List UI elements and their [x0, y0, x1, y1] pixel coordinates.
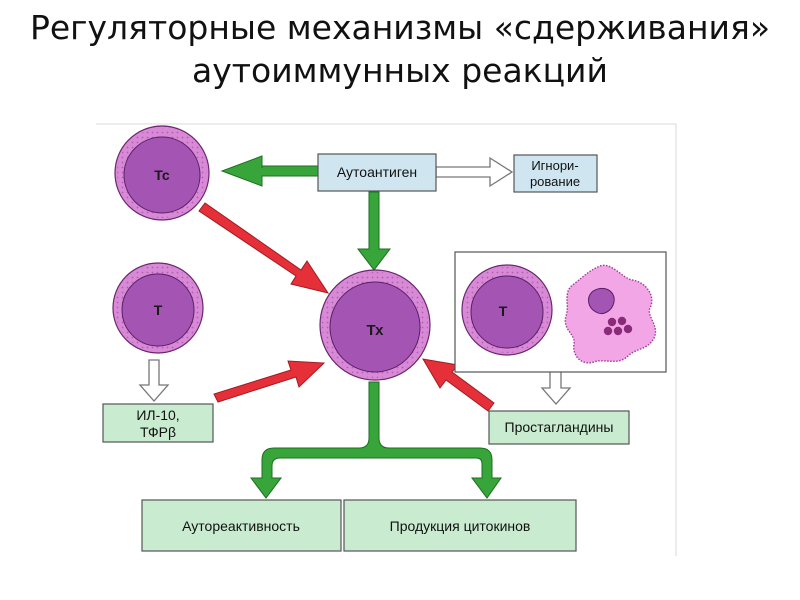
granule: [603, 326, 613, 336]
title-line-1: Регуляторные механизмы «сдерживания»: [29, 8, 771, 47]
granule: [613, 326, 623, 336]
arrow-il10-to-th: [213, 360, 326, 403]
il10-label-line1: ИЛ-10,: [136, 407, 179, 423]
macrophage: [564, 264, 657, 364]
prostaglandins-label: Простагландины: [505, 419, 614, 435]
page-title: Регуляторные механизмы «сдерживания» аут…: [0, 6, 800, 92]
title-line-2: аутоиммунных реакций: [192, 51, 608, 90]
th-cell: Тх: [319, 269, 431, 381]
th-label: Тх: [367, 322, 385, 339]
arrow-antigen-to-ignoring: [435, 156, 514, 188]
arrow-prostaglandins-to-th: [422, 358, 495, 412]
granule: [623, 324, 633, 334]
arrow-antigen-to-th: [356, 191, 392, 271]
granule: [607, 317, 617, 327]
il10-box: ИЛ-10, ТФРβ: [102, 403, 214, 443]
arrow-t-to-il10: [138, 359, 170, 402]
t-left-label: Т: [154, 302, 163, 318]
ignoring-label-line1: Игнори-: [531, 158, 578, 173]
prostaglandins-box: Простагландины: [488, 410, 630, 445]
cytokines-label: Продукция цитокинов: [390, 518, 531, 534]
arrow-antigen-to-tc: [220, 155, 319, 187]
autoantigen-box: Аутоантиген: [317, 153, 437, 192]
granule: [617, 316, 627, 326]
autoreactivity-label: Аутореактивность: [182, 518, 300, 534]
arrow-th-to-outputs: [250, 381, 502, 499]
t-cell-right: Т: [461, 264, 553, 356]
ignoring-box: Игнори- рование: [513, 154, 598, 193]
t-cell-left: Т: [112, 262, 204, 354]
tc-label: Тс: [154, 167, 170, 183]
t-right-label: Т: [499, 303, 508, 319]
arrow-tc-to-th: [198, 202, 330, 294]
ignoring-label-line2: рование: [530, 174, 580, 189]
autoreactivity-box: Аутореактивность: [141, 499, 342, 552]
autoantigen-label: Аутоантиген: [337, 164, 417, 180]
il10-label-line2: ТФРβ: [140, 424, 176, 440]
cytokines-box: Продукция цитокинов: [343, 499, 577, 552]
tc-cell: Тс: [114, 125, 210, 221]
macrophage-panel: Т: [454, 251, 667, 373]
